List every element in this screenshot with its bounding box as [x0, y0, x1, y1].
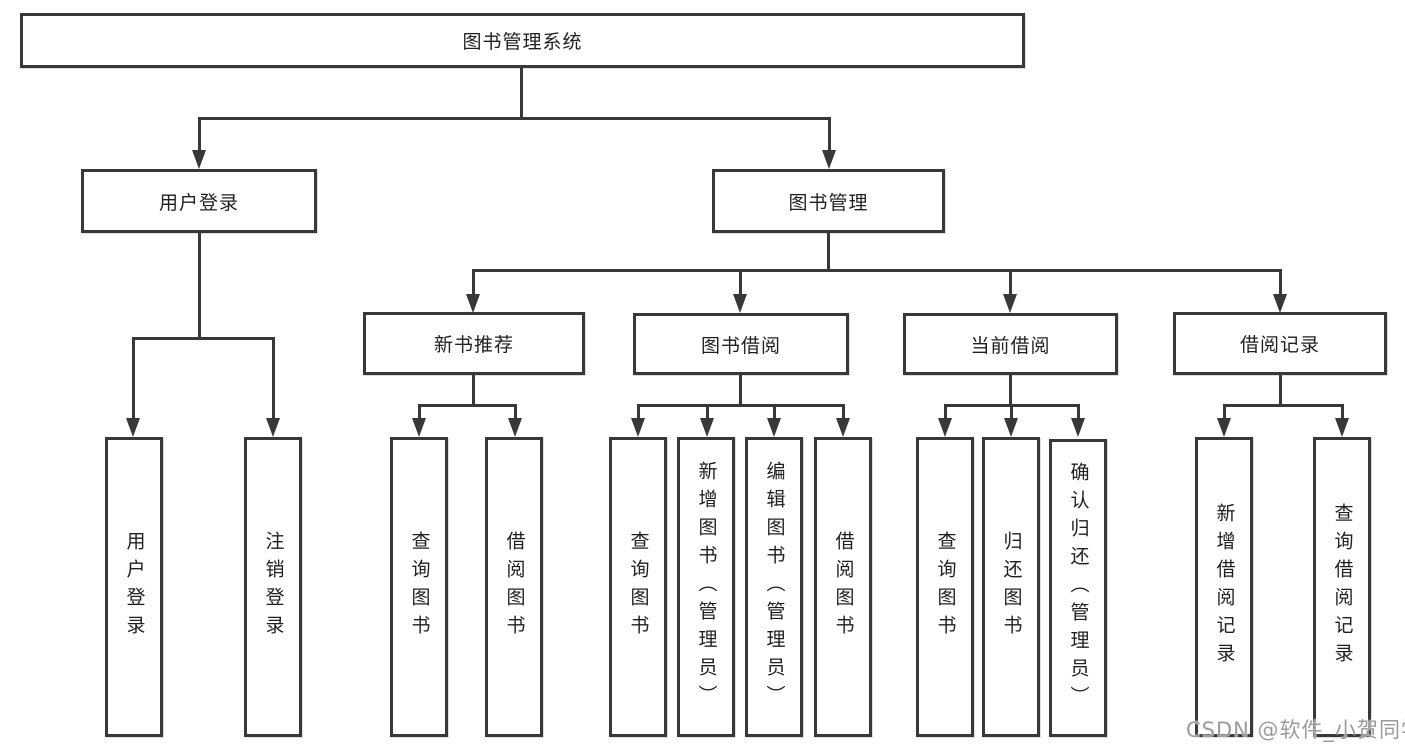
arrow-down-icon [1004, 418, 1018, 437]
leaf-add-borrow-record: 新增借阅记录 [1195, 437, 1253, 737]
leaf-borrow-books: 借阅图书 [814, 437, 872, 737]
node-label: 当前借阅 [970, 334, 1051, 357]
connector-book-mgmt-drop [828, 117, 831, 151]
connector-drop [1341, 404, 1344, 419]
arrow-down-icon [822, 150, 836, 169]
node-label: 新增借阅记录 [1213, 503, 1236, 671]
connector-drop [944, 404, 947, 419]
node-label: 查询图书 [627, 531, 650, 643]
node-book-management: 图书管理 [712, 169, 945, 233]
arrow-down-icon [466, 294, 480, 313]
node-label: 编辑图书（管理员） [763, 461, 786, 713]
leaf-return-books: 归还图书 [982, 437, 1040, 737]
connector-drop [418, 404, 421, 419]
connector-stem [739, 375, 742, 406]
connector-drop [739, 269, 742, 295]
arrow-down-icon [1003, 294, 1017, 313]
node-new-book-recommendation: 新书推荐 [363, 312, 585, 375]
connector-root-rail [198, 117, 831, 120]
node-label: 查询图书 [934, 531, 957, 643]
connector-drop [1223, 404, 1226, 419]
leaf-logout: 注销登录 [244, 437, 302, 737]
leaf-query-borrow-record: 查询借阅记录 [1313, 437, 1371, 737]
node-label: 借阅记录 [1239, 334, 1320, 356]
connector-book-mgmt-rail [472, 269, 1281, 272]
node-label: 归还图书 [1000, 531, 1023, 643]
leaf-query-books-recommend: 查询图书 [390, 437, 448, 737]
connector-drop [773, 404, 776, 419]
node-label: 注销登录 [262, 531, 285, 643]
connector-stem [1009, 375, 1012, 406]
leaf-add-books-admin: 新增图书（管理员） [677, 437, 735, 737]
arrow-down-icon [1273, 294, 1287, 313]
node-label: 新增图书（管理员） [695, 461, 718, 713]
leaf-query-books-current: 查询图书 [916, 437, 974, 737]
leaf-edit-books-admin: 编辑图书（管理员） [745, 437, 803, 737]
connector-drop [842, 404, 845, 419]
connector-root-stem [520, 67, 523, 119]
arrow-down-icon [767, 418, 781, 437]
connector-user-login-drop [198, 117, 201, 151]
node-label: 用户登录 [123, 531, 146, 643]
node-label: 图书管理系统 [462, 31, 583, 53]
node-user-login: 用户登录 [81, 169, 317, 233]
node-borrowing-records: 借阅记录 [1173, 312, 1387, 375]
connector-drop [1077, 404, 1080, 419]
node-label: 查询借阅记录 [1331, 503, 1354, 671]
connector-user-login-rail [132, 337, 275, 340]
node-label: 图书管理 [788, 191, 869, 214]
connector-rail [418, 404, 517, 407]
arrow-down-icon [266, 418, 280, 437]
csdn-watermark: CSDN @软件_小贺同学 [1186, 718, 1405, 742]
arrow-down-icon [508, 418, 522, 437]
node-label: 确认归还（管理员） [1067, 462, 1090, 714]
node-label: 新书推荐 [433, 334, 514, 356]
connector-drop [514, 404, 517, 419]
node-label: 图书借阅 [700, 334, 781, 357]
leaf-user-login: 用户登录 [105, 437, 163, 737]
node-library-management-system: 图书管理系统 [20, 13, 1025, 68]
connector-drop [272, 337, 275, 418]
node-label: 借阅图书 [832, 531, 855, 643]
connector-user-login-stem [198, 232, 201, 339]
leaf-query-books-borrowing: 查询图书 [609, 437, 667, 737]
arrow-down-icon [836, 418, 850, 437]
connector-drop [637, 404, 640, 419]
connector-drop [1279, 269, 1282, 295]
node-label: 用户登录 [158, 191, 239, 214]
connector-drop [472, 269, 475, 295]
arrow-down-icon [631, 418, 645, 437]
connector-stem [472, 375, 475, 406]
arrow-down-icon [1335, 418, 1349, 437]
arrow-down-icon [1071, 418, 1085, 437]
arrow-down-icon [126, 418, 140, 437]
connector-drop [706, 404, 709, 419]
connector-book-mgmt-stem [827, 232, 830, 272]
connector-drop [1010, 404, 1013, 419]
node-label: 查询图书 [408, 531, 431, 643]
connector-drop [1009, 269, 1012, 295]
arrow-down-icon [1217, 418, 1231, 437]
arrow-down-icon [700, 418, 714, 437]
arrow-down-icon [938, 418, 952, 437]
connector-rail [1223, 404, 1344, 407]
connector-stem [1279, 375, 1282, 406]
connector-drop [132, 337, 135, 418]
connector-rail [637, 404, 844, 407]
leaf-confirm-return-admin: 确认归还（管理员） [1049, 439, 1107, 737]
node-label: 借阅图书 [503, 531, 526, 643]
node-current-borrowing: 当前借阅 [903, 313, 1118, 375]
arrow-down-icon [733, 294, 747, 313]
arrow-down-icon [412, 418, 426, 437]
arrow-down-icon [192, 150, 206, 169]
node-book-borrowing: 图书借阅 [633, 313, 849, 375]
leaf-borrow-books-recommend: 借阅图书 [485, 437, 543, 737]
